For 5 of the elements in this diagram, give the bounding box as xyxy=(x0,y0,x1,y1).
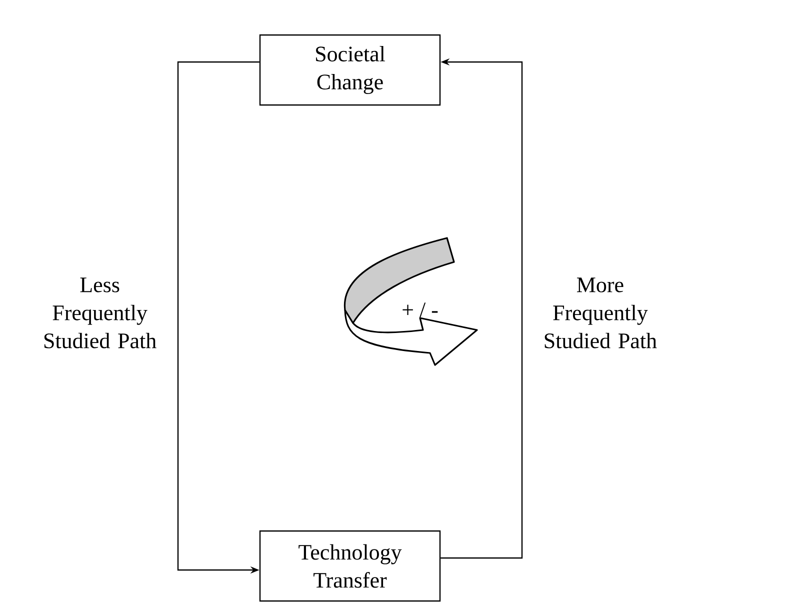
edge-label: More Frequently Studied Path xyxy=(544,278,657,348)
edge-label: Less Frequently Studied Path xyxy=(44,278,156,348)
process-box: Technology Transfer xyxy=(259,530,441,602)
process-box: Societal Change xyxy=(259,34,441,106)
sign-label: + / - xyxy=(402,302,438,318)
